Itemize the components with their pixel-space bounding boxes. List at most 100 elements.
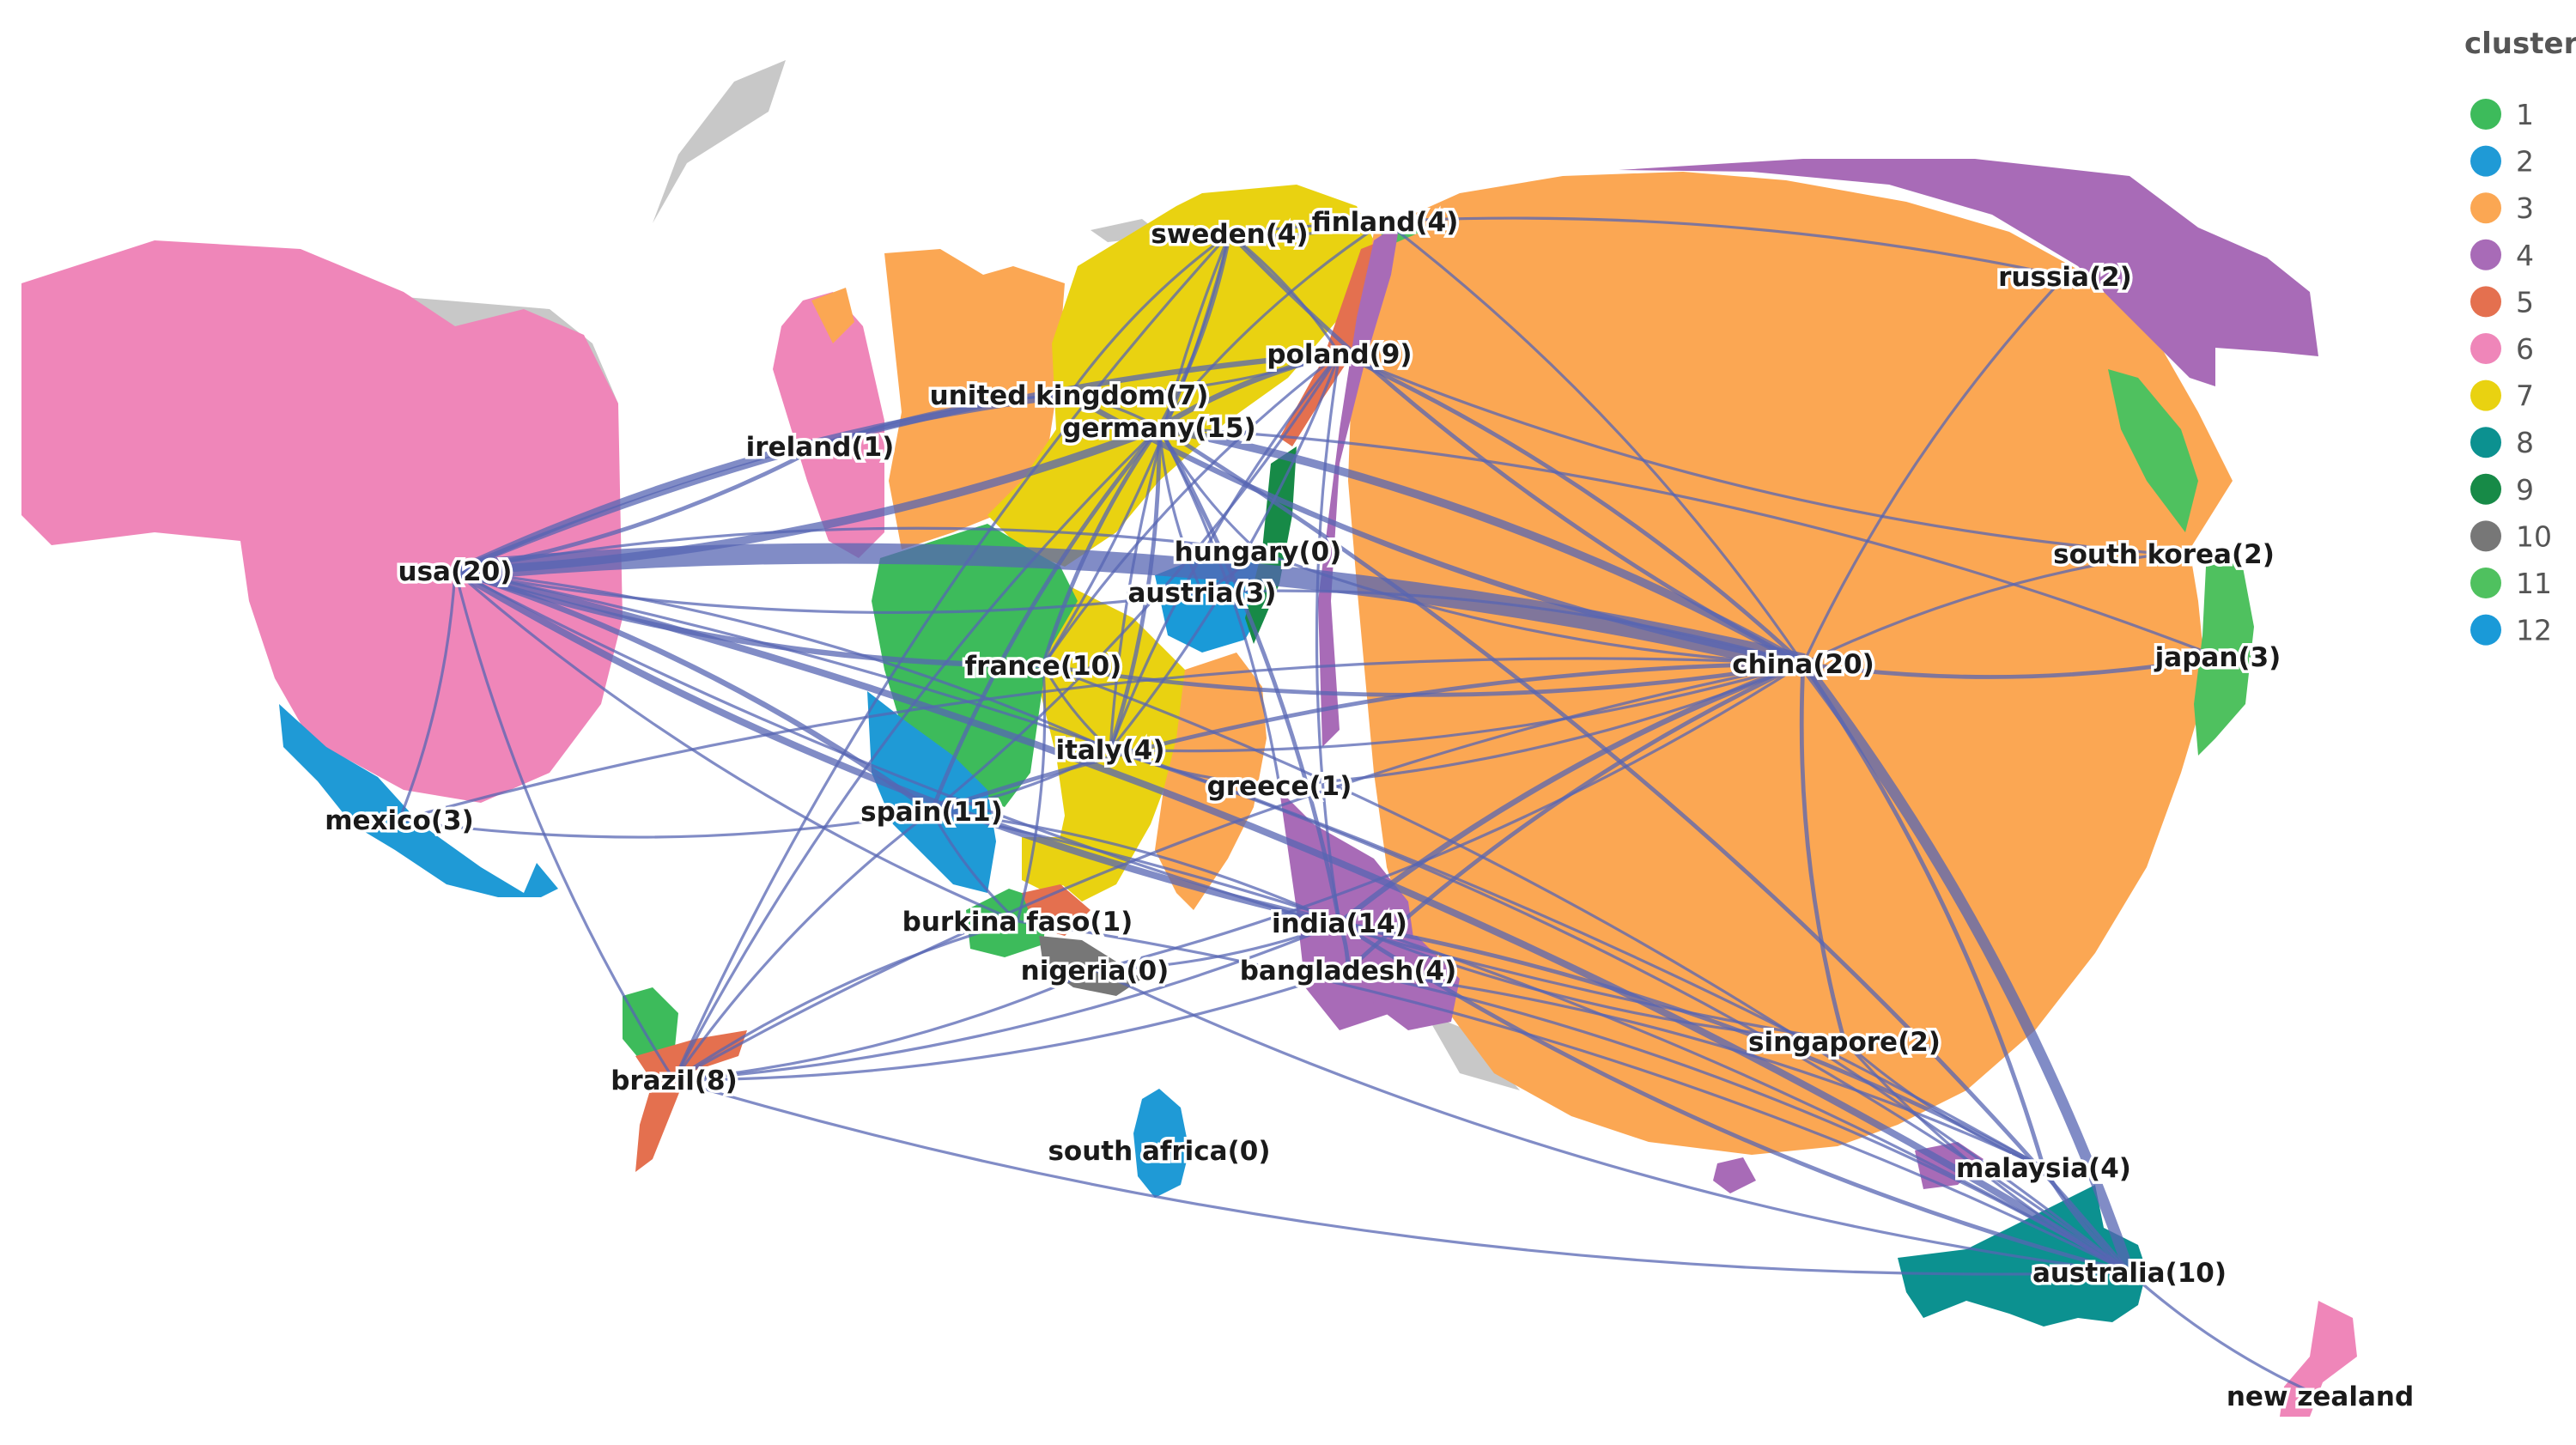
link-china-greece (1279, 662, 1804, 787)
legend-swatch (2470, 427, 2501, 458)
region-usa[interactable] (21, 240, 623, 803)
legend-item-8[interactable]: 8 (2470, 426, 2534, 459)
label-sweden[interactable]: sweden(4) (1148, 216, 1311, 253)
link-australia-bangladesh (1347, 968, 2130, 1274)
link-germany-italy (1108, 427, 1162, 750)
label-china[interactable]: china(20) (1729, 647, 1878, 683)
link-malaysia-bangladesh (1347, 968, 2044, 1169)
legend-swatch (2470, 286, 2501, 318)
link-sweden-finland (1229, 220, 1386, 237)
region-spain[interactable] (867, 691, 996, 893)
label-italy[interactable]: italy(4) (1053, 732, 1168, 769)
region-russia[interactable] (1619, 159, 2318, 386)
link-italy-sweden (1109, 233, 1231, 750)
link-china-australia (1798, 660, 2136, 1275)
link-australia-new_zealand (2128, 1271, 2321, 1398)
legend-swatch (2470, 520, 2501, 552)
link-brazil-bangladesh (673, 968, 1349, 1082)
link-france-australia (1042, 664, 2130, 1274)
legend-item-10[interactable]: 10 (2470, 519, 2552, 553)
label-india[interactable]: india(14) (1269, 906, 1411, 943)
legend-item-12[interactable]: 12 (2470, 614, 2552, 647)
region-brazil[interactable] (635, 1030, 747, 1172)
label-france[interactable]: france(10) (962, 648, 1125, 685)
region-ireland[interactable] (773, 292, 884, 558)
link-poland-south_korea (1339, 352, 2165, 556)
link-australia-nigeria (1094, 968, 2130, 1274)
label-mexico[interactable]: mexico(3) (322, 803, 477, 840)
link-china-hungary (1257, 549, 1804, 665)
legend-item-11[interactable]: 11 (2470, 567, 2552, 600)
label-japan[interactable]: japan(3) (2150, 640, 2284, 677)
legend-item-6[interactable]: 6 (2470, 332, 2534, 366)
link-spain-burkina_faso (930, 811, 1019, 923)
label-usa[interactable]: usa(20) (395, 554, 515, 591)
label-burkina-faso[interactable]: burkina faso(1) (899, 904, 1136, 941)
legend-label: 10 (2516, 519, 2552, 553)
link-india-brazil (673, 921, 1340, 1082)
link-malaysia-singapore (1843, 1040, 2044, 1169)
legend-item-2[interactable]: 2 (2470, 145, 2534, 179)
legend-swatch (2470, 473, 2501, 505)
region-malaysia-west[interactable] (1713, 1157, 1756, 1193)
region-west-africa-red[interactable] (1022, 884, 1091, 936)
legend-item-7[interactable]: 7 (2470, 379, 2534, 413)
link-china-russia (1801, 275, 2067, 665)
link-uk-sweden (1067, 232, 1230, 396)
legend-item-9[interactable]: 9 (2470, 473, 2534, 507)
label-poland[interactable]: poland(9) (1264, 337, 1415, 373)
label-finland[interactable]: finland(4) (1309, 204, 1461, 241)
label-singapore[interactable]: singapore(2) (1746, 1024, 1944, 1061)
link-poland-france (1042, 352, 1340, 666)
link-usa-india (453, 568, 1340, 926)
link-australia-burkina_faso (1017, 920, 2130, 1274)
link-poland-italy (1109, 353, 1341, 751)
label-brazil[interactable]: brazil(8) (608, 1063, 741, 1100)
region-uk-island[interactable] (811, 288, 854, 343)
label-bangladesh[interactable]: bangladesh(4) (1236, 953, 1460, 990)
link-italy-greece (1109, 748, 1280, 787)
label-south-korea[interactable]: south korea(2) (2050, 537, 2278, 574)
label-germany[interactable]: germany(15) (1060, 410, 1259, 447)
label-hungary[interactable]: hungary(0) (1171, 534, 1345, 571)
link-china-poland (1338, 351, 1805, 665)
region-mexico[interactable] (279, 704, 558, 897)
label-south-africa[interactable]: south africa(0) (1045, 1133, 1273, 1170)
link-poland-uk (1068, 352, 1340, 397)
label-new-zealand[interactable]: new zealand (2223, 1379, 2416, 1416)
label-russia[interactable]: russia(2) (1996, 259, 2136, 296)
link-germany-uk (1068, 393, 1160, 429)
legend-item-4[interactable]: 4 (2470, 239, 2534, 272)
label-uk[interactable]: united kingdom(7) (927, 378, 1212, 415)
link-italy-poland (1109, 352, 1341, 750)
label-greece[interactable]: greece(1) (1204, 768, 1355, 805)
region-south-korea[interactable] (2108, 369, 2198, 532)
region-brazil-green[interactable] (623, 987, 678, 1065)
legend-item-5[interactable]: 5 (2470, 285, 2534, 319)
legend-label: 5 (2516, 285, 2534, 319)
link-usa-burkina_faso (453, 569, 1018, 923)
link-australia-brazil (673, 1078, 2130, 1276)
link-china-singapore (1799, 663, 1847, 1042)
label-nigeria[interactable]: nigeria(0) (1018, 953, 1172, 990)
legend-item-3[interactable]: 3 (2470, 191, 2534, 225)
label-australia[interactable]: australia(10) (2029, 1255, 2229, 1292)
link-germany-france (1041, 426, 1161, 666)
region-south-africa[interactable] (1133, 1089, 1189, 1198)
label-austria[interactable]: austria(3) (1125, 575, 1279, 612)
label-malaysia[interactable]: malaysia(4) (1953, 1151, 2135, 1187)
legend-title: cluster (2464, 27, 2576, 61)
link-germany-japan (1158, 426, 2219, 659)
region-japan[interactable] (2194, 549, 2254, 756)
link-usa-italy (454, 569, 1111, 751)
label-ireland[interactable]: ireland(1) (743, 429, 897, 466)
region-hungary[interactable] (1245, 446, 1297, 644)
legend-item-1[interactable]: 1 (2470, 98, 2534, 131)
link-poland-india (1315, 353, 1341, 924)
label-spain[interactable]: spain(11) (858, 794, 1006, 831)
legend-label: 4 (2516, 239, 2534, 272)
legend-label: 9 (2516, 473, 2534, 507)
link-china-italy (1109, 662, 1804, 753)
